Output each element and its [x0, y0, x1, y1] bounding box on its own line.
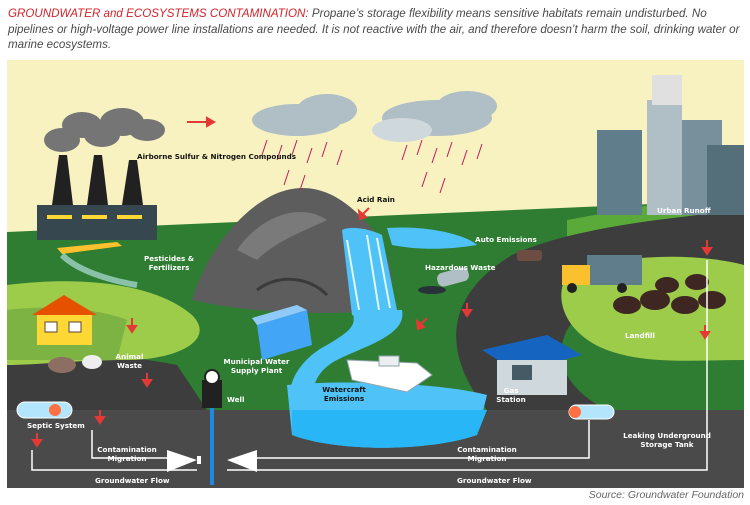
source-credit: Source: Groundwater Foundation [588, 489, 744, 501]
smoke [44, 108, 165, 152]
label-contamination-left: Contamination Migration [97, 445, 157, 463]
groundwater-flow [31, 260, 708, 471]
label-groundwater-left: Groundwater Flow [95, 476, 170, 485]
label-auto-emissions: Auto Emissions [475, 235, 537, 244]
flow-arrow-right [167, 450, 197, 472]
car [517, 250, 542, 261]
label-airborne: Airborne Sulfur & Nitrogen Compounds [137, 152, 296, 161]
label-contamination-right: Contamination Migration [457, 445, 517, 463]
mountain [192, 188, 393, 313]
label-animal-waste: Animal Waste [115, 352, 144, 370]
label-groundwater-right: Groundwater Flow [457, 476, 532, 485]
label-watercraft: Watercraft Emissions [322, 385, 366, 403]
flow-arrow-left [227, 450, 257, 472]
water-plant [252, 305, 312, 360]
contamination-arrows [31, 116, 713, 448]
waste-barrel [437, 267, 469, 287]
label-gas-station: Gas Station [496, 386, 526, 404]
city [597, 75, 744, 215]
crop-duster [57, 242, 122, 254]
garbage-bags [613, 274, 726, 314]
label-acid-rain: Acid Rain [357, 195, 395, 204]
waterfall [342, 227, 397, 320]
label-well: Well [227, 395, 245, 404]
acid-rain [261, 139, 483, 194]
label-urban-runoff: Urban Runoff [657, 206, 711, 215]
cow [48, 357, 76, 373]
caption-heading: GROUNDWATER and ECOSYSTEMS CONTAMINATION… [8, 7, 309, 20]
gas-station [482, 335, 582, 395]
label-pesticides: Pesticides & Fertilizers [143, 254, 195, 272]
boat [346, 359, 433, 393]
river [289, 310, 403, 410]
label-leaking-tank: Leaking Underground Storage Tank [623, 431, 711, 449]
caption: GROUNDWATER and ECOSYSTEMS CONTAMINATION… [8, 6, 744, 53]
septic-tank [16, 401, 73, 419]
factory [37, 155, 157, 240]
leaking-tank [568, 404, 615, 420]
clouds [252, 91, 497, 142]
caption-body: Propane’s storage flexibility means sens… [8, 7, 740, 51]
contamination-diagram: Airborne Sulfur & Nitrogen Compounds Aci… [7, 60, 744, 488]
garbage-truck [562, 255, 642, 293]
label-septic: Septic System [27, 421, 85, 430]
diagram-artwork [7, 60, 744, 488]
label-municipal: Municipal Water Supply Plant [223, 357, 290, 375]
goat [82, 355, 102, 369]
label-landfill: Landfill [625, 331, 655, 340]
well-structure [202, 369, 222, 485]
house [32, 295, 97, 345]
label-hazardous-waste: Hazardous Waste [425, 263, 496, 272]
